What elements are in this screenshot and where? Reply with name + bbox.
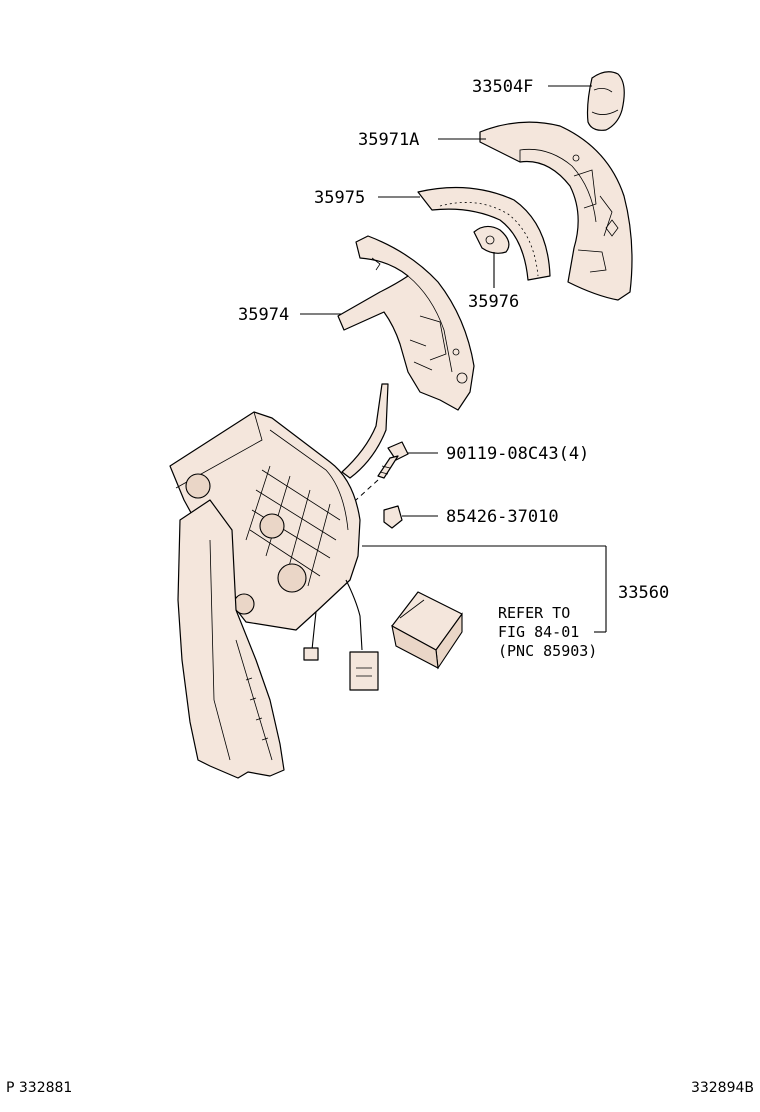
label-35975: 35975 — [314, 188, 365, 208]
reference-line3: (PNC 85903) — [498, 642, 597, 660]
control-module[interactable] — [391, 591, 463, 670]
label-90119: 90119-08C43(4) — [446, 444, 589, 464]
bolt-path — [355, 479, 379, 501]
indicator-lamp[interactable] — [473, 225, 510, 254]
label-33560: 33560 — [618, 583, 669, 603]
lower-cover[interactable] — [337, 235, 475, 411]
label-85426: 85426-37010 — [446, 507, 559, 527]
shift-lever-assembly[interactable] — [169, 383, 389, 779]
label-35971a: 35971A — [358, 130, 419, 150]
label-35976: 35976 — [468, 292, 519, 312]
label-33504f: 33504F — [472, 77, 533, 97]
clip[interactable] — [383, 505, 403, 529]
label-35974: 35974 — [238, 305, 289, 325]
reference-line2: FIG 84-01 — [498, 623, 579, 641]
indicator-plate[interactable] — [417, 186, 551, 281]
footer-right: 332894B — [691, 1080, 754, 1096]
bolt[interactable] — [377, 441, 409, 479]
shift-knob[interactable] — [586, 71, 625, 131]
reference-line1: REFER TO — [498, 604, 570, 622]
footer-left: P 332881 — [6, 1080, 72, 1096]
upper-cover[interactable] — [479, 121, 633, 301]
